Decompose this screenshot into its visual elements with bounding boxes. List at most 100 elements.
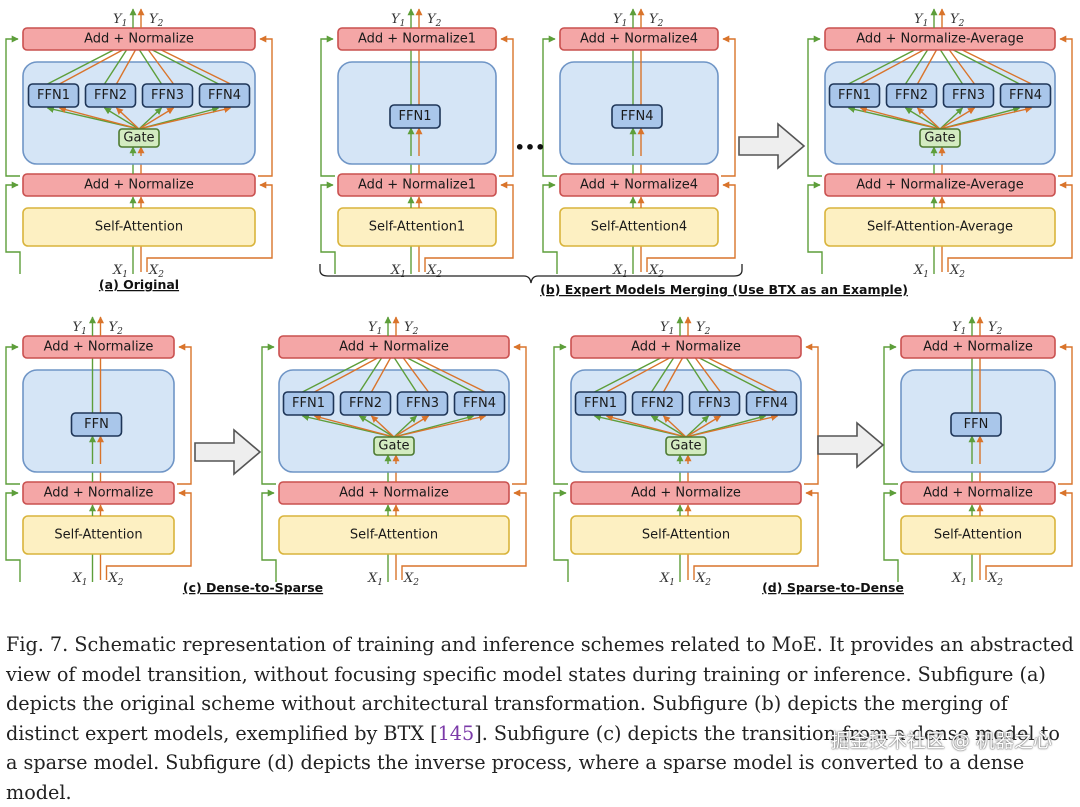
output-y1-label: Y1 — [660, 320, 674, 337]
self-attention-label: Self-Attention-Average — [867, 220, 1013, 235]
expert-ffn2-box — [339, 391, 392, 416]
residual-line — [261, 489, 277, 582]
input-x2-label: X2 — [426, 263, 442, 280]
residual-line — [5, 181, 21, 274]
input-x1-label: X1 — [367, 571, 383, 588]
residual-line — [146, 181, 273, 272]
gate-box — [118, 128, 160, 148]
self-attention-box — [278, 515, 510, 555]
add-normalize-top-box — [559, 27, 719, 51]
expert-ffn3-label: FFN3 — [151, 88, 184, 103]
input-x1-label: X1 — [913, 263, 929, 280]
output-y1-label: Y1 — [914, 12, 928, 29]
expert-ffn2-label: FFN2 — [641, 396, 674, 411]
block-b-merged: X1 X2 Self-Attention-Average Add + Normaliz… — [807, 8, 1073, 280]
add-normalize-label: Add + Normalize4 — [580, 178, 698, 193]
input-x1-label: X1 — [390, 263, 406, 280]
gate-route-line — [58, 106, 140, 130]
add-normalize-top-label: Add + Normalize — [339, 340, 449, 355]
dense-ffn-label: FFN — [84, 417, 109, 432]
residual-line — [424, 181, 514, 272]
self-attention-box — [824, 207, 1056, 247]
add-normalize-label: Add + Normalize — [44, 486, 154, 501]
gate-label: Gate — [123, 131, 154, 146]
self-attention-label: Self-Attention1 — [369, 220, 465, 235]
output-y1-label: Y1 — [613, 12, 627, 29]
expert-ffn1-box — [828, 83, 881, 108]
residual-line — [883, 489, 899, 582]
expert-ffn3-box — [141, 83, 194, 108]
residual-line — [5, 489, 21, 582]
add-normalize-top-label: Add + Normalize — [923, 340, 1033, 355]
self-attention-box — [22, 515, 175, 555]
residual-line — [105, 489, 192, 580]
add-normalize-top-box — [900, 335, 1056, 359]
input-x2-label: X2 — [949, 263, 965, 280]
gate-route-line — [393, 415, 418, 438]
gate-box — [665, 436, 707, 456]
expert-ffn4-label: FFN4 — [755, 396, 788, 411]
watermark: 掘金技术社区 @ 机器之心 — [830, 730, 1052, 752]
residual-line — [1058, 35, 1073, 177]
add-normalize-top-label: Add + Normalize — [631, 340, 741, 355]
add-normalize-box — [22, 481, 175, 505]
expert-ffn3-label: FFN3 — [406, 396, 439, 411]
output-y2-label: Y2 — [950, 12, 965, 29]
expert-ffn4-label: FFN4 — [208, 88, 241, 103]
expert-ffn3-label: FFN3 — [952, 88, 985, 103]
residual-line — [258, 35, 273, 177]
gate-route-line — [916, 107, 941, 130]
expert-ffn3-box — [688, 391, 741, 416]
residual-line — [320, 181, 336, 274]
self-attention-label: Self-Attention — [350, 528, 438, 543]
add-normalize-label: Add + Normalize — [339, 486, 449, 501]
gate-route-line — [685, 415, 722, 438]
expert-ffn4-label: FFN4 — [1009, 88, 1042, 103]
residual-line — [646, 181, 736, 272]
expert-ffn1-label: FFN1 — [292, 396, 325, 411]
gate-route-line — [138, 107, 163, 130]
transition-arrow-d — [817, 421, 885, 469]
expert-ffn3-box — [942, 83, 995, 108]
gate-route-line — [370, 415, 395, 438]
output-y1-label: Y1 — [391, 12, 405, 29]
add-normalize-top-label: Add + Normalize-Average — [856, 32, 1024, 47]
expert-ffn2-label: FFN2 — [895, 88, 928, 103]
input-x1-label: X1 — [659, 571, 675, 588]
residual-line — [553, 343, 568, 485]
expert-ffn2-box — [631, 391, 684, 416]
expert-ffn1-box — [574, 391, 627, 416]
figure-caption: Fig. 7. Schematic representation of trai… — [6, 630, 1076, 807]
self-attention-box — [337, 207, 497, 247]
self-attention-box — [22, 207, 256, 247]
input-x1-label: X1 — [72, 571, 88, 588]
expert-ffn2-label: FFN2 — [349, 396, 382, 411]
add-normalize-box — [337, 173, 497, 197]
dense-ffn-box — [950, 412, 1002, 437]
output-y2-label: Y2 — [696, 320, 711, 337]
caption-text-part2: ]. Subfigure (c) depicts the transition … — [6, 721, 1060, 804]
add-normalize-label: Add + Normalize-Average — [856, 178, 1024, 193]
input-x2-label: X2 — [648, 263, 664, 280]
add-normalize-top-label: Add + Normalize4 — [580, 32, 698, 47]
residual-line — [553, 489, 569, 582]
add-normalize-label: Add + Normalize1 — [358, 178, 476, 193]
gate-route-line — [859, 106, 941, 130]
transition-arrow-b — [738, 122, 806, 170]
add-normalize-top-box — [570, 335, 802, 359]
expert-ffn3-box — [396, 391, 449, 416]
caption-citation-link[interactable]: 145 — [437, 721, 475, 745]
self-attention-label: Self-Attention — [95, 220, 183, 235]
gate-route-line — [138, 105, 232, 130]
self-attention-label: Self-Attention4 — [591, 220, 687, 235]
add-normalize-box — [22, 173, 256, 197]
residual-line — [499, 35, 514, 177]
expert-ffn1-box — [27, 83, 80, 108]
expert-ffn1-label: FFN1 — [838, 88, 871, 103]
residual-line — [512, 343, 527, 485]
dense-ffn-box — [611, 104, 663, 129]
subfigure-label-d: (d) Sparse-to-Dense — [762, 580, 904, 595]
